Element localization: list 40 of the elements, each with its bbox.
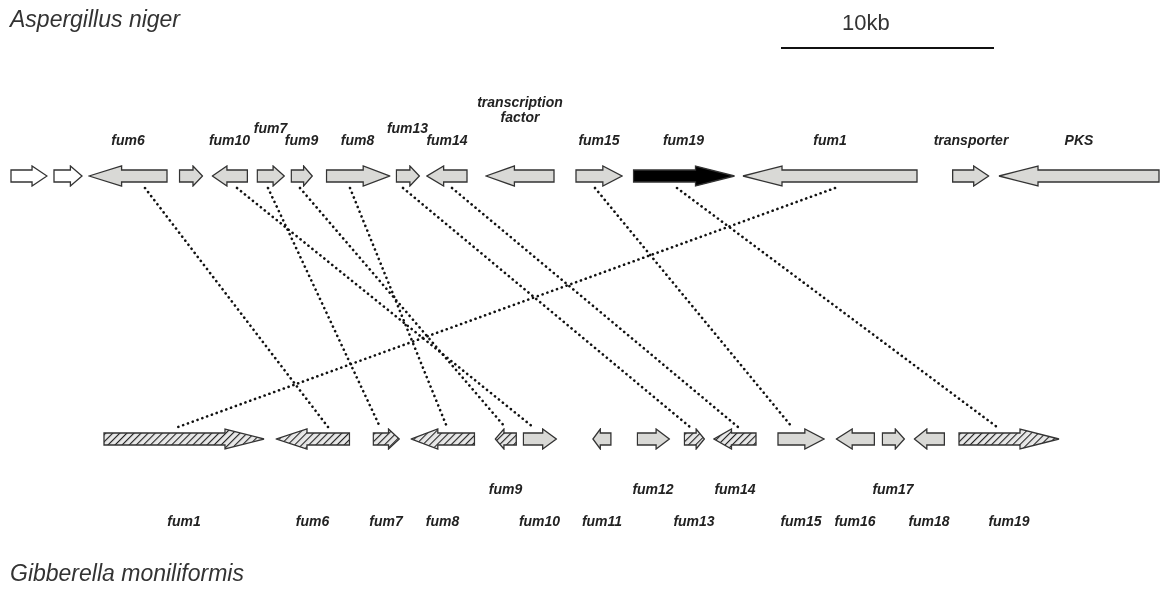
gene-label: fum14 <box>426 133 468 148</box>
gene-label: fum10 <box>208 133 251 148</box>
gene-label: fum15 <box>578 133 620 148</box>
gene-label: fum13 <box>673 514 715 529</box>
gene-label: transcription factor <box>476 95 564 125</box>
dotted-line <box>401 186 692 429</box>
gene-label: fum17 <box>872 482 914 497</box>
dotted-line <box>235 186 535 429</box>
gene-label: fum8 <box>340 133 375 148</box>
gene-label: fum7 <box>253 121 288 136</box>
gene-label: fum11 <box>581 514 623 529</box>
dotted-line <box>298 186 507 429</box>
gene-label: fum18 <box>908 514 950 529</box>
gene-label: fum6 <box>111 133 145 148</box>
scale-label: 10kb <box>842 10 890 36</box>
gene-label: transporter <box>933 133 1009 148</box>
dotted-line <box>176 186 837 429</box>
gene-label: fum9 <box>284 133 319 148</box>
gene-label: fum13 <box>386 121 429 136</box>
dotted-line <box>675 186 999 429</box>
dotted-line <box>143 186 330 429</box>
organism-name: Gibberella moniliformis <box>10 560 244 587</box>
gene-label: fum19 <box>662 133 705 148</box>
gene-label: fum8 <box>425 514 460 529</box>
gene-label: fum12 <box>632 482 674 497</box>
gene-label: fum16 <box>834 514 876 529</box>
gene-label: fum15 <box>780 514 822 529</box>
gene-label: fum10 <box>518 514 561 529</box>
dotted-line <box>450 186 740 429</box>
gene-label: fum19 <box>988 514 1030 529</box>
gene-label: fum9 <box>488 482 523 497</box>
gene-label: fum1 <box>813 133 847 148</box>
dotted-line <box>348 186 449 429</box>
gene-label: PKS <box>1064 133 1094 148</box>
organism-name: Aspergillus niger <box>10 6 181 33</box>
gene-label: fum1 <box>167 514 201 529</box>
gene-label: fum7 <box>369 514 403 529</box>
gene-label: fum6 <box>295 514 330 529</box>
gene-label: fum14 <box>714 482 756 497</box>
dotted-line <box>593 186 794 429</box>
